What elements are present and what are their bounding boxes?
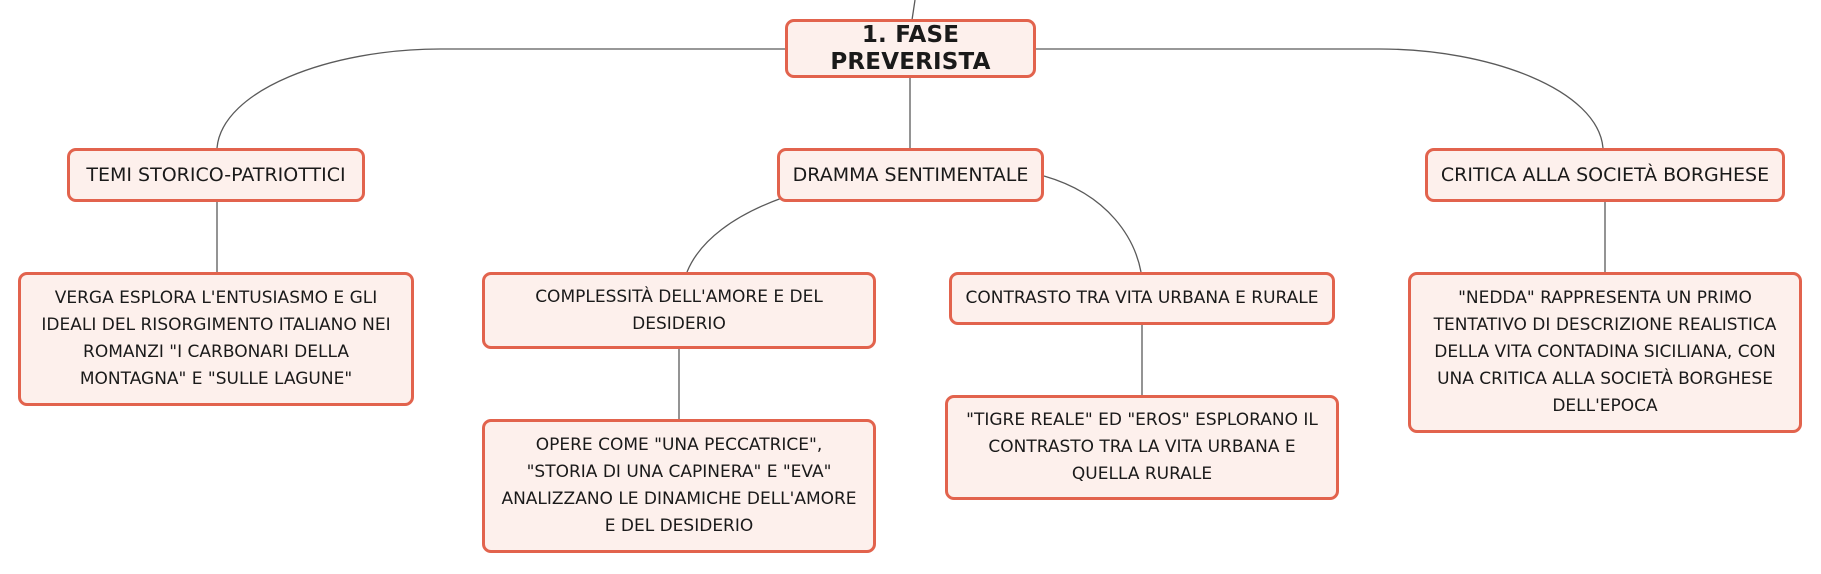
connector-root-to-critica	[1036, 48, 1604, 149]
root-node[interactable]: 1. FASE PREVERISTA	[785, 19, 1036, 78]
branch-node-temi[interactable]: TEMI STORICO-PATRIOTTICI	[67, 148, 365, 202]
connector-incoming-root	[911, 0, 916, 21]
connector-root-to-temi	[216, 48, 785, 149]
detail-node-text: OPERE COME "UNA PECCATRICE", "STORIA DI …	[501, 435, 857, 536]
detail-node-text: VERGA ESPLORA L'ENTUSIASMO E GLI IDEALI …	[41, 288, 391, 389]
detail-node-complessita[interactable]: OPERE COME "UNA PECCATRICE", "STORIA DI …	[482, 419, 876, 553]
branch-node-label: DRAMMA SENTIMENTALE	[792, 163, 1029, 186]
subtopic-node-complessita[interactable]: COMPLESSITÀ DELL'AMORE E DEL DESIDERIO	[482, 272, 876, 349]
branch-node-label: CRITICA ALLA SOCIETÀ BORGHESE	[1440, 163, 1770, 186]
detail-node-temi[interactable]: VERGA ESPLORA L'ENTUSIASMO E GLI IDEALI …	[18, 272, 414, 406]
root-node-label: 1. FASE PREVERISTA	[830, 21, 991, 75]
detail-node-text: "NEDDA" RAPPRESENTA UN PRIMO TENTATIVO D…	[1433, 288, 1777, 416]
branch-node-dramma[interactable]: DRAMMA SENTIMENTALE	[777, 148, 1044, 202]
branch-node-critica[interactable]: CRITICA ALLA SOCIETÀ BORGHESE	[1425, 148, 1785, 202]
connector-dramma-to-contrasto	[1043, 175, 1142, 273]
subtopic-node-label: COMPLESSITÀ DELL'AMORE E DEL DESIDERIO	[535, 286, 823, 334]
connector-dramma-to-complessita	[686, 197, 783, 273]
detail-node-critica[interactable]: "NEDDA" RAPPRESENTA UN PRIMO TENTATIVO D…	[1408, 272, 1802, 433]
subtopic-node-label: CONTRASTO TRA VITA URBANA E RURALE	[965, 288, 1319, 308]
detail-node-text: "TIGRE REALE" ED "EROS" ESPLORANO IL CON…	[966, 410, 1318, 484]
branch-node-label: TEMI STORICO-PATRIOTTICI	[86, 163, 346, 186]
detail-node-contrasto[interactable]: "TIGRE REALE" ED "EROS" ESPLORANO IL CON…	[945, 395, 1339, 500]
subtopic-node-contrasto[interactable]: CONTRASTO TRA VITA URBANA E RURALE	[949, 272, 1335, 325]
